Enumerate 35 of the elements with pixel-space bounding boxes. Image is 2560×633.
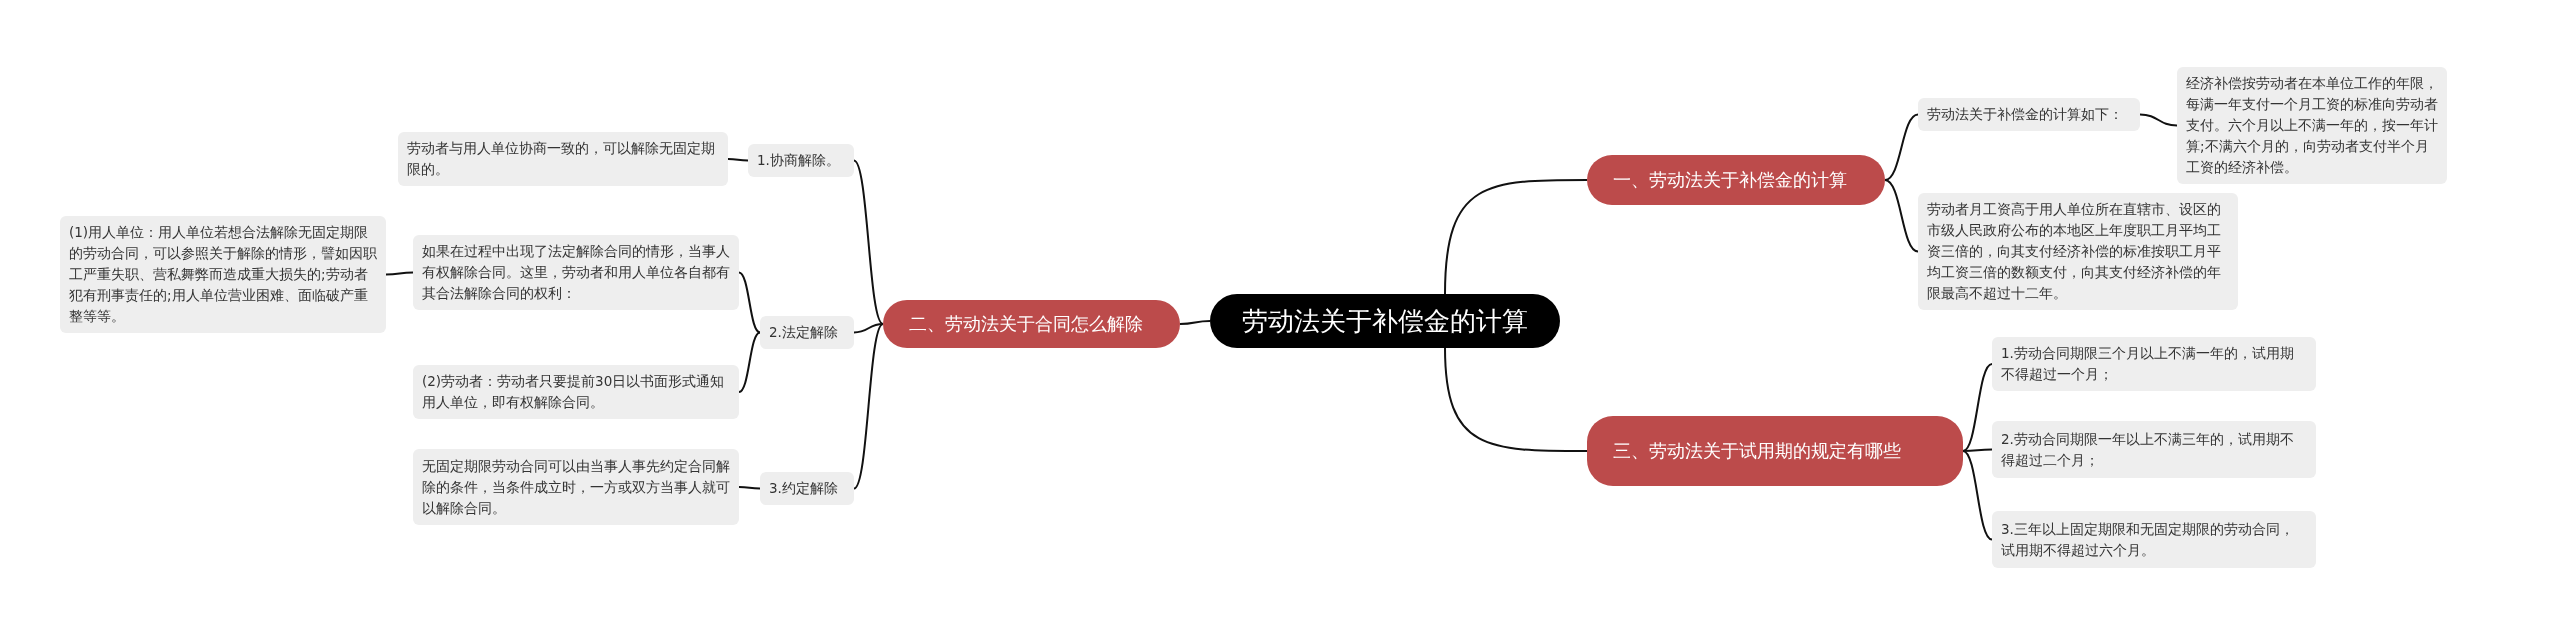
leaf-topic: 劳动法关于补偿金的计算如下： xyxy=(1918,98,2140,131)
connector-line xyxy=(385,271,414,276)
connector-line xyxy=(1444,347,1588,452)
branch-topic: 三、劳动法关于试用期的规定有哪些 xyxy=(1587,416,1963,486)
leaf-topic: 1.协商解除。 xyxy=(748,144,854,177)
connector-line xyxy=(1884,179,1919,253)
leaf-topic: 3.三年以上固定期限和无固定期限的劳动合同，试用期不得超过六个月。 xyxy=(1992,511,2316,568)
connector-line xyxy=(1962,363,1993,452)
branch-topic: 一、劳动法关于补偿金的计算 xyxy=(1587,155,1885,205)
leaf-topic: 2.劳动合同期限一年以上不满三年的，试用期不得超过二个月； xyxy=(1992,421,2316,478)
leaf-topic: 无固定期限劳动合同可以由当事人事先约定合同解除的条件，当条件成立时，一方或双方当事人就可以解除合同。 xyxy=(413,449,739,525)
connector-line xyxy=(853,323,884,490)
connector-line xyxy=(1962,448,1993,452)
leaf-topic: 劳动者与用人单位协商一致的，可以解除无固定期限的。 xyxy=(398,132,728,186)
connector-line xyxy=(1884,113,1919,181)
connector-line xyxy=(727,158,749,162)
connector-line xyxy=(738,331,761,393)
central-topic: 劳动法关于补偿金的计算 xyxy=(1210,294,1560,348)
connector-line xyxy=(853,159,884,325)
leaf-topic: (1)用人单位：用人单位若想合法解除无固定期限的劳动合同，可以参照关于解除的情形，譬如因职工严重失职、营私舞弊而造成重大损失的;劳动者犯有刑事责任的;用人单位营业困难、面临破产重整等等。 xyxy=(60,216,386,333)
connector-line xyxy=(2139,113,2178,127)
leaf-topic: (2)劳动者：劳动者只要提前30日以书面形式通知用人单位，即有权解除合同。 xyxy=(413,365,739,419)
branch-topic: 二、劳动法关于合同怎么解除 xyxy=(883,300,1180,348)
connector-line xyxy=(738,486,761,490)
connector-line xyxy=(1962,450,1993,541)
leaf-topic: 经济补偿按劳动者在本单位工作的年限，每满一年支付一个月工资的标准向劳动者支付。六个月以上不满一年的，按一年计算;不满六个月的，向劳动者支付半个月工资的经济补偿。 xyxy=(2177,67,2447,184)
connector-line xyxy=(738,271,761,334)
leaf-topic: 1.劳动合同期限三个月以上不满一年的，试用期不得超过一个月； xyxy=(1992,337,2316,391)
leaf-topic: 如果在过程中出现了法定解除合同的情形，当事人有权解除合同。这里，劳动者和用人单位各自都有其合法解除合同的权利： xyxy=(413,235,739,310)
connector-line xyxy=(853,323,884,334)
connector-line xyxy=(1179,320,1211,325)
leaf-topic: 劳动者月工资高于用人单位所在直辖市、设区的市级人民政府公布的本地区上年度职工月平均工资三倍的，向其支付经济补偿的标准按职工月平均工资三倍的数额支付，向其支付经济补偿的年限最高不超过十二年。 xyxy=(1918,193,2238,310)
connector-line xyxy=(1444,179,1588,295)
leaf-topic: 3.约定解除 xyxy=(760,472,854,505)
leaf-topic: 2.法定解除 xyxy=(760,316,854,349)
